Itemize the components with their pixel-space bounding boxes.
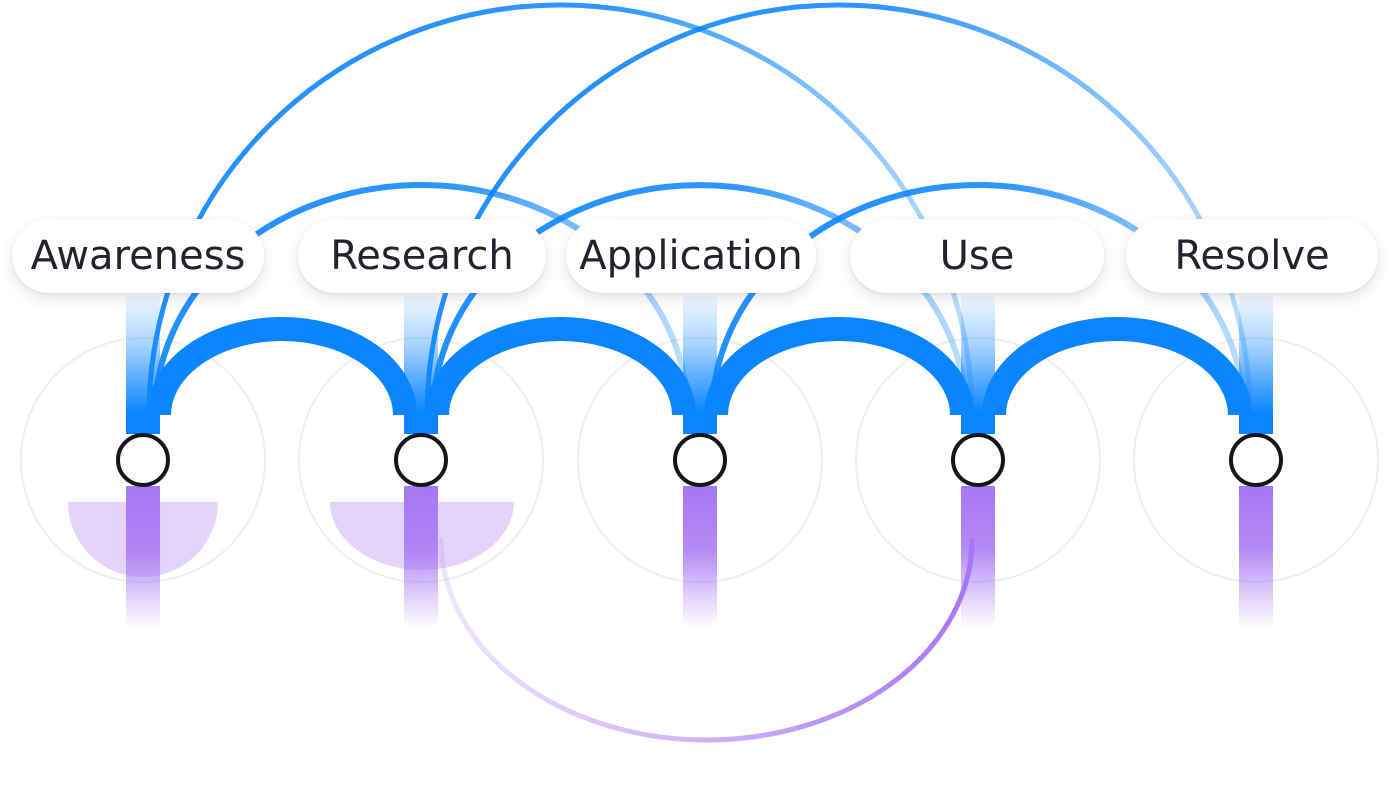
flow-use-to-resolve-forward <box>982 317 1252 416</box>
flow-awareness-to-application-skip <box>152 182 691 416</box>
flow-awareness-to-use-long <box>146 2 975 416</box>
stem-bottom-application <box>683 486 717 628</box>
flow-application-to-resolve-skip <box>709 182 1247 416</box>
stage-label-awareness: Awareness <box>12 219 264 293</box>
stem-top-resolve <box>1239 296 1273 434</box>
stage-node-research <box>394 433 448 487</box>
stage-node-application <box>673 433 727 487</box>
flow-research-to-resolve-long <box>424 2 1253 416</box>
flow-research-to-use-return <box>438 537 975 743</box>
stage-node-awareness <box>116 433 170 487</box>
flow-awareness-to-research-forward <box>147 317 417 416</box>
stage-label-resolve: Resolve <box>1126 219 1378 293</box>
flow-research-to-application-forward <box>425 317 696 416</box>
flow-research-to-use-skip <box>430 182 969 416</box>
flow-application-to-use-forward <box>704 317 974 416</box>
stem-bottom-research <box>404 486 438 628</box>
stem-bottom-use <box>961 486 995 628</box>
stage-label-use: Use <box>850 219 1104 293</box>
stem-bottom-awareness <box>126 486 160 628</box>
stage-label-research: Research <box>298 219 546 293</box>
stem-top-awareness <box>126 296 160 434</box>
stem-top-research <box>404 296 438 434</box>
stage-node-resolve <box>1229 433 1283 487</box>
stem-top-use <box>961 296 995 434</box>
stem-bottom-resolve <box>1239 486 1273 628</box>
stage-label-application: Application <box>566 219 816 293</box>
stage-node-use <box>951 433 1005 487</box>
stem-top-application <box>683 296 717 434</box>
